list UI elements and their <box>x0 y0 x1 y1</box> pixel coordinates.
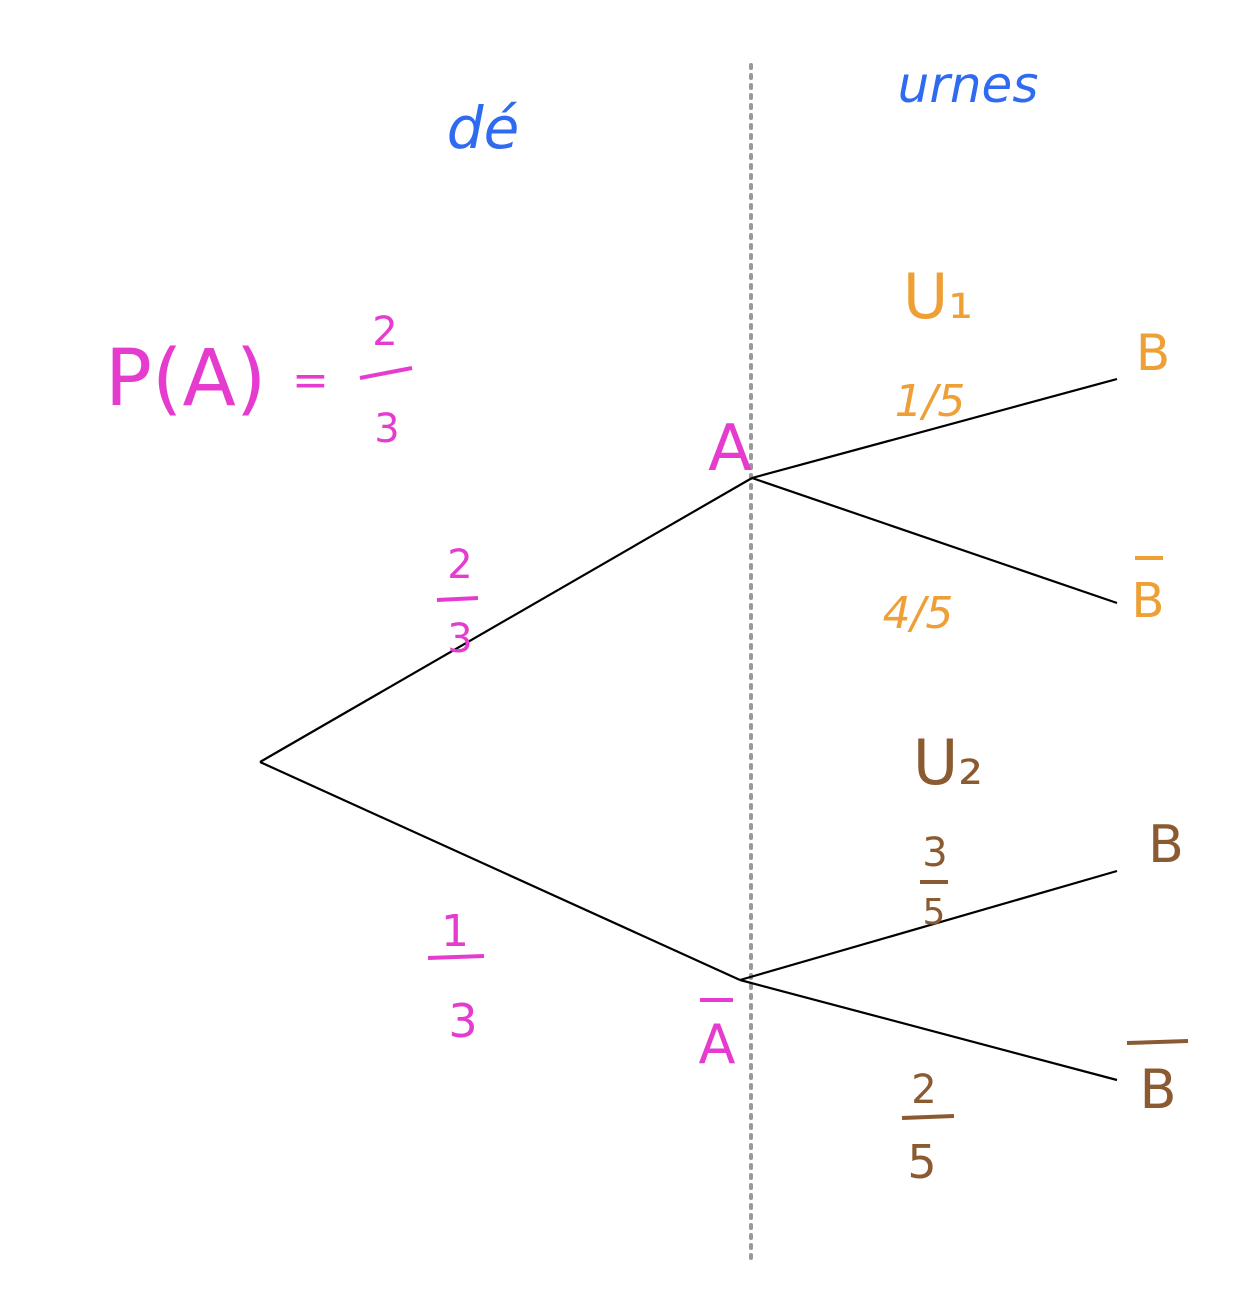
node-u2-b-bar: B <box>1139 1058 1176 1121</box>
edge-root-a <box>259 477 753 763</box>
p-a-label: P(A) <box>105 334 266 424</box>
edge-a-b-bar <box>751 476 1118 605</box>
prob-u1-b: 1/5 <box>895 376 966 427</box>
fraction-bar <box>359 366 413 380</box>
urn1-label: U₁ <box>903 260 973 333</box>
node-u2-b-bar-overline <box>1126 1039 1189 1045</box>
fraction-numerator: 2 <box>372 309 397 355</box>
prob-u2-b-bar-den: 5 <box>907 1135 936 1189</box>
prob-u2-b-bar-num: 2 <box>911 1067 936 1113</box>
edge-a-bar-b-bar <box>739 978 1118 1082</box>
prob-a-bar-den: 3 <box>448 994 477 1048</box>
fraction-denominator: 3 <box>374 406 399 452</box>
prob-a-den: 3 <box>447 616 472 662</box>
edge-a-b <box>751 377 1118 480</box>
edge-a-bar-b <box>739 869 1118 982</box>
prob-u2-b-den: 5 <box>923 892 946 933</box>
prob-a-bar <box>436 596 479 602</box>
prob-a-bar-fraction-bar <box>427 954 485 960</box>
edge-root-a-bar <box>259 760 741 982</box>
node-u2-b: B <box>1148 815 1184 875</box>
prob-u1-b-bar: 4/5 <box>883 588 954 639</box>
prob-u2-b-bar-fraction-bar <box>901 1114 955 1120</box>
equals-sign: = <box>292 355 329 406</box>
prob-a-bar-num: 1 <box>441 906 469 957</box>
node-u1-b: B <box>1136 324 1170 382</box>
node-a: A <box>708 412 752 486</box>
node-a-bar: A <box>699 1013 736 1076</box>
prob-a-num: 2 <box>447 542 472 588</box>
header-die: dé <box>447 94 520 162</box>
header-urns: urnes <box>898 56 1039 114</box>
prob-u2-b-num: 3 <box>922 830 947 876</box>
node-u1-b-bar: B <box>1132 573 1165 629</box>
probability-of-a: P(A) = 2 3 <box>105 309 413 452</box>
urn2-label: U₂ <box>913 726 983 799</box>
